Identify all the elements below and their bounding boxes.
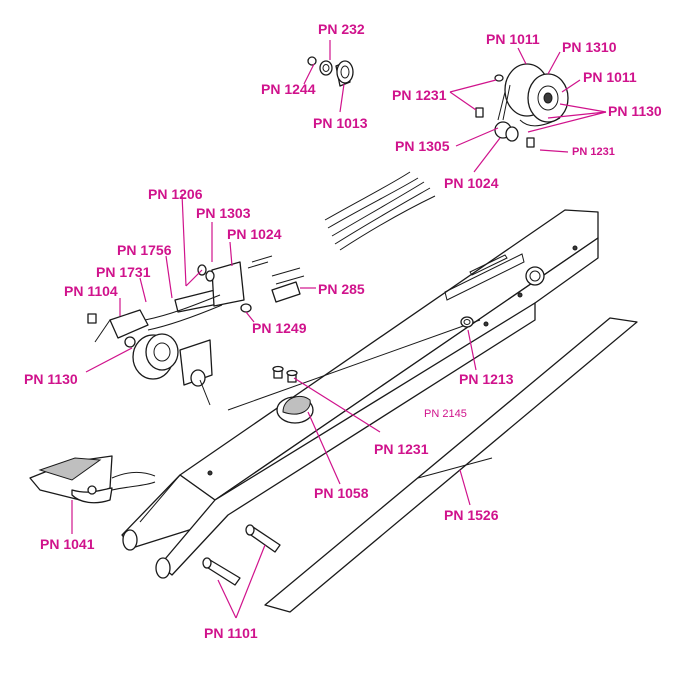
pulley-assembly-right (475, 63, 569, 148)
label-pn-1041: PN 1041 (40, 536, 95, 552)
label-pn-1526: PN 1526 (444, 507, 499, 523)
label-pn-2145: PN 2145 (424, 408, 467, 420)
pins (202, 524, 281, 586)
leader-lines (71, 40, 607, 619)
label-pn-285: PN 285 (318, 281, 365, 297)
pulley-assembly-left (87, 255, 305, 406)
label-pn-1011-top: PN 1011 (486, 31, 540, 47)
label-pn-1731: PN 1731 (96, 264, 151, 280)
cables (324, 171, 436, 251)
label-pn-1104: PN 1104 (64, 283, 118, 299)
label-pn-1305: PN 1305 (395, 138, 450, 154)
washer-stack (307, 56, 354, 87)
label-pn-1303: PN 1303 (196, 205, 251, 221)
label-pn-1206: PN 1206 (148, 186, 203, 202)
label-pn-1024-right: PN 1024 (444, 175, 499, 191)
foot-plate (29, 455, 156, 504)
label-pn-232: PN 232 (318, 21, 365, 37)
label-pn-1130-right: PN 1130 (608, 103, 662, 119)
nut (460, 316, 474, 328)
label-pn-1231-small: PN 1231 (572, 146, 615, 158)
label-pn-1213: PN 1213 (459, 371, 514, 387)
label-pn-1244: PN 1244 (261, 81, 316, 97)
long-strip (264, 317, 638, 613)
label-pn-1013: PN 1013 (313, 115, 368, 131)
handle (276, 396, 314, 424)
label-pn-1231-upper: PN 1231 (392, 87, 447, 103)
label-pn-1231-mid: PN 1231 (374, 441, 429, 457)
label-pn-1101: PN 1101 (204, 625, 258, 641)
small-screws (272, 365, 298, 383)
label-pn-1249: PN 1249 (252, 320, 307, 336)
label-pn-1310: PN 1310 (562, 39, 617, 55)
label-pn-1024-left: PN 1024 (227, 226, 282, 242)
label-pn-1011-right: PN 1011 (583, 69, 637, 85)
label-pn-1756: PN 1756 (117, 242, 172, 258)
lower-fork-arm (122, 302, 536, 579)
label-pn-1058: PN 1058 (314, 485, 369, 501)
label-pn-1130-left: PN 1130 (24, 371, 78, 387)
